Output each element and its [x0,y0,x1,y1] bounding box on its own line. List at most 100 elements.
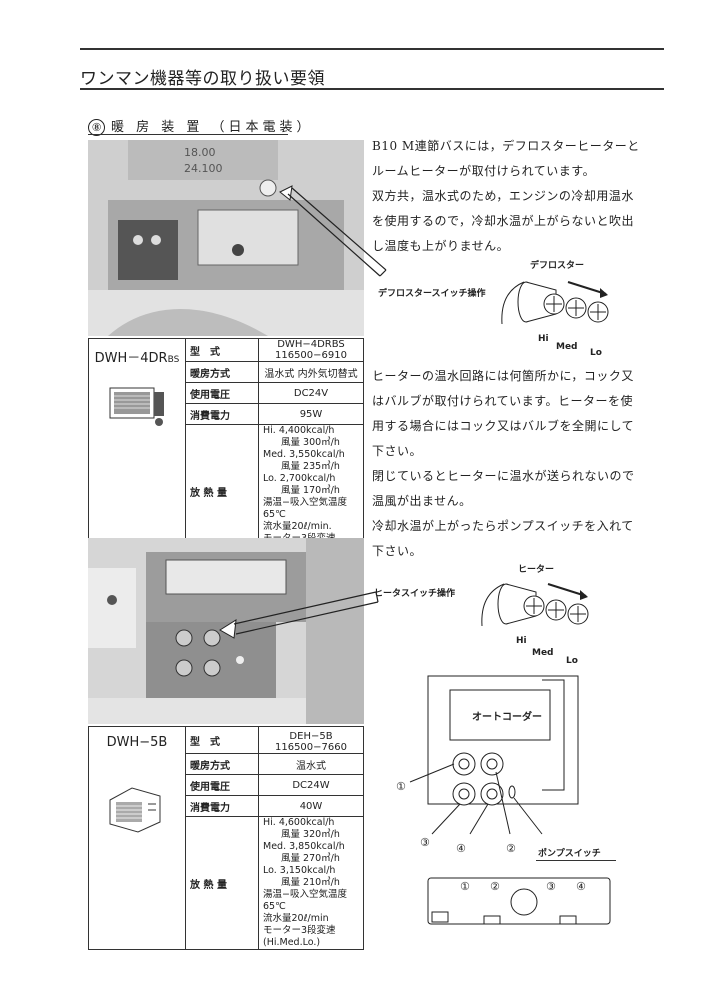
model-name: DWH−5B [106,735,168,750]
header-top-rule [80,48,664,50]
spec-key: 型 式 [185,726,259,754]
heat-output-cell: Hi. 4,400kcal/h 風量 300㎥/h Med. 3,550kcal… [258,424,364,558]
model-name-sub: BS [167,355,180,365]
intro-text: B10 M連節バスには，デフロスターヒーターと ルームヒーターが取付けられていま… [372,134,672,259]
defroster-panel-photo: 18.00 24.100 [88,140,364,336]
heat-output-cell: Hi. 4,600kcal/h 風量 320㎥/h Med. 3,850kcal… [258,816,364,950]
plate-marker-1: ① [460,880,470,893]
marker-1: ① [396,780,406,793]
heat-line: 風量 235㎥/h [281,461,340,472]
heater-figure-title: ヒーター [518,565,555,575]
model-name-cell: DWH－4DRBS [88,338,186,558]
middle-line: 用する場合にはコック又はバルブを全開にして [372,419,635,433]
page-title: ワンマン機器等の取り扱い要領 [80,69,325,89]
defroster-hi-label: Hi [538,334,549,344]
heat-line: Med. 3,850kcal/h [263,841,345,852]
marker-2: ② [506,842,516,855]
heater-switch-arrow [219,591,379,639]
defroster-panel-photo-art: 18.00 24.100 [88,140,364,336]
spec-value: DC24V [258,382,364,404]
middle-line: 閉じているとヒーターに温水が送られないので [372,469,635,483]
spec-key: 使用電圧 [185,382,259,404]
defroster-switch-arrow [279,185,387,277]
spec-key: 型 式 [185,338,259,362]
heat-line: 風量 300㎥/h [281,437,340,448]
middle-line: 温風が出ません。 [372,494,472,508]
control-panel-drawing [409,675,579,835]
middle-line: 冷却水温が上がったらポンプスイッチを入れて [372,519,634,533]
section-underline [88,134,288,135]
intro-line: し温度も上がりません。 [372,239,510,253]
heater-unit-illustration [109,387,164,426]
heat-line: Lo. 2,700kcal/h [263,473,336,484]
intro-line: B10 M連節バスには，デフロスターヒーターと [372,139,640,153]
plate-marker-3: ③ [546,880,556,893]
heat-line: Lo. 3,150kcal/h [263,865,336,876]
display-line2: 24.100 [184,162,223,175]
spec-value: 95W [258,403,364,425]
defroster-med-label: Med [556,342,578,352]
spec-value: DEH−5B 116500−7660 [258,726,364,754]
heat-line: Med. 3,550kcal/h [263,449,345,460]
heat-line: Hi. 4,600kcal/h [263,817,335,828]
middle-line: 下さい。 [372,444,423,458]
middle-line: はバルブが取付けられています。ヒーターを使 [372,394,633,408]
heat-line: 風量 270㎥/h [281,853,340,864]
intro-line: を使用するので，冷却水温が上がらないと吹出 [372,214,635,228]
defroster-figure-title: デフロスター [530,261,585,271]
spec-table-dwh4drbs: DWH－4DRBS 型 式 DWH−4DRBS 116500−6910 暖房方式… [88,338,364,558]
spec-table-dwh5b: DWH−5B 型 式 DEH−5B 116500−7660 暖房方式温水式 使用… [88,726,364,950]
heater-med-label: Med [532,648,554,658]
switch-plate-drawing [427,877,611,925]
spec-value: DWH−4DRBS 116500−6910 [258,338,364,362]
heat-line: 風量 210㎥/h [281,877,340,888]
spec-key: 放 熱 量 [185,816,259,950]
heater-knob-figure [481,583,589,627]
spec-key: 使用電圧 [185,774,259,796]
heat-line: 湯温−吸入空気温度65℃ [263,889,347,912]
defroster-switch-caption: デフロスタースイッチ操作 [378,289,486,299]
spec-key: 放 熱 量 [185,424,259,558]
section-heading: ⑧ 暖 房 装 置 （日本電装） [88,116,314,136]
spec-key: 消費電力 [185,795,259,817]
middle-line: ヒーターの温水回路には何箇所かに，コック又 [372,369,634,383]
heat-line: 湯温−吸入空気温度65℃ [263,497,347,520]
heat-line: 風量 170㎥/h [281,485,340,496]
pump-switch-rule [536,860,616,861]
heat-line: 流水量20ℓ/min. [263,521,332,532]
pump-switch-label: ポンプスイッチ [538,849,601,859]
section-number: ⑧ [88,119,105,136]
middle-line: 下さい。 [372,544,423,558]
spec-value: 温水式 [258,753,364,775]
defroster-lo-label: Lo [590,348,602,358]
heat-line: 流水量20ℓ/min [263,913,329,924]
marker-4: ④ [456,842,466,855]
model-name: DWH－4DR [94,351,168,366]
heater-panel-photo-art [88,538,364,724]
model-name-cell: DWH−5B [88,726,186,950]
heater-lo-label: Lo [566,656,578,666]
heater-hi-label: Hi [516,636,527,646]
plate-marker-4: ④ [576,880,586,893]
heat-line: 風量 320㎥/h [281,829,340,840]
spec-key: 暖房方式 [185,361,259,383]
heat-line: モーター3段変速(Hi.Med.Lo.) [263,925,336,948]
middle-text: ヒーターの温水回路には何箇所かに，コック又 はバルブが取付けられています。ヒータ… [372,364,672,564]
autocoder-label: オートコーダー [472,712,542,723]
heater-panel-photo [88,538,364,724]
intro-line: ルームヒーターが取付けられています。 [372,164,596,178]
display-line1: 18.00 [184,146,216,159]
spec-value: 温水式 内外気切替式 [258,361,364,383]
heater-unit-illustration [109,787,161,833]
heat-line: Hi. 4,400kcal/h [263,425,335,436]
defroster-knob-figure [501,281,609,325]
spec-key: 暖房方式 [185,753,259,775]
spec-key: 消費電力 [185,403,259,425]
intro-line: 双方共，温水式のため，エンジンの冷却用温水 [372,189,634,203]
spec-value: 40W [258,795,364,817]
header-bottom-rule [80,88,664,90]
section-title: 暖 房 装 置 （日本電装） [111,120,314,135]
plate-marker-2: ② [490,880,500,893]
spec-value: DC24W [258,774,364,796]
heater-switch-caption: ヒータスイッチ操作 [374,589,456,599]
